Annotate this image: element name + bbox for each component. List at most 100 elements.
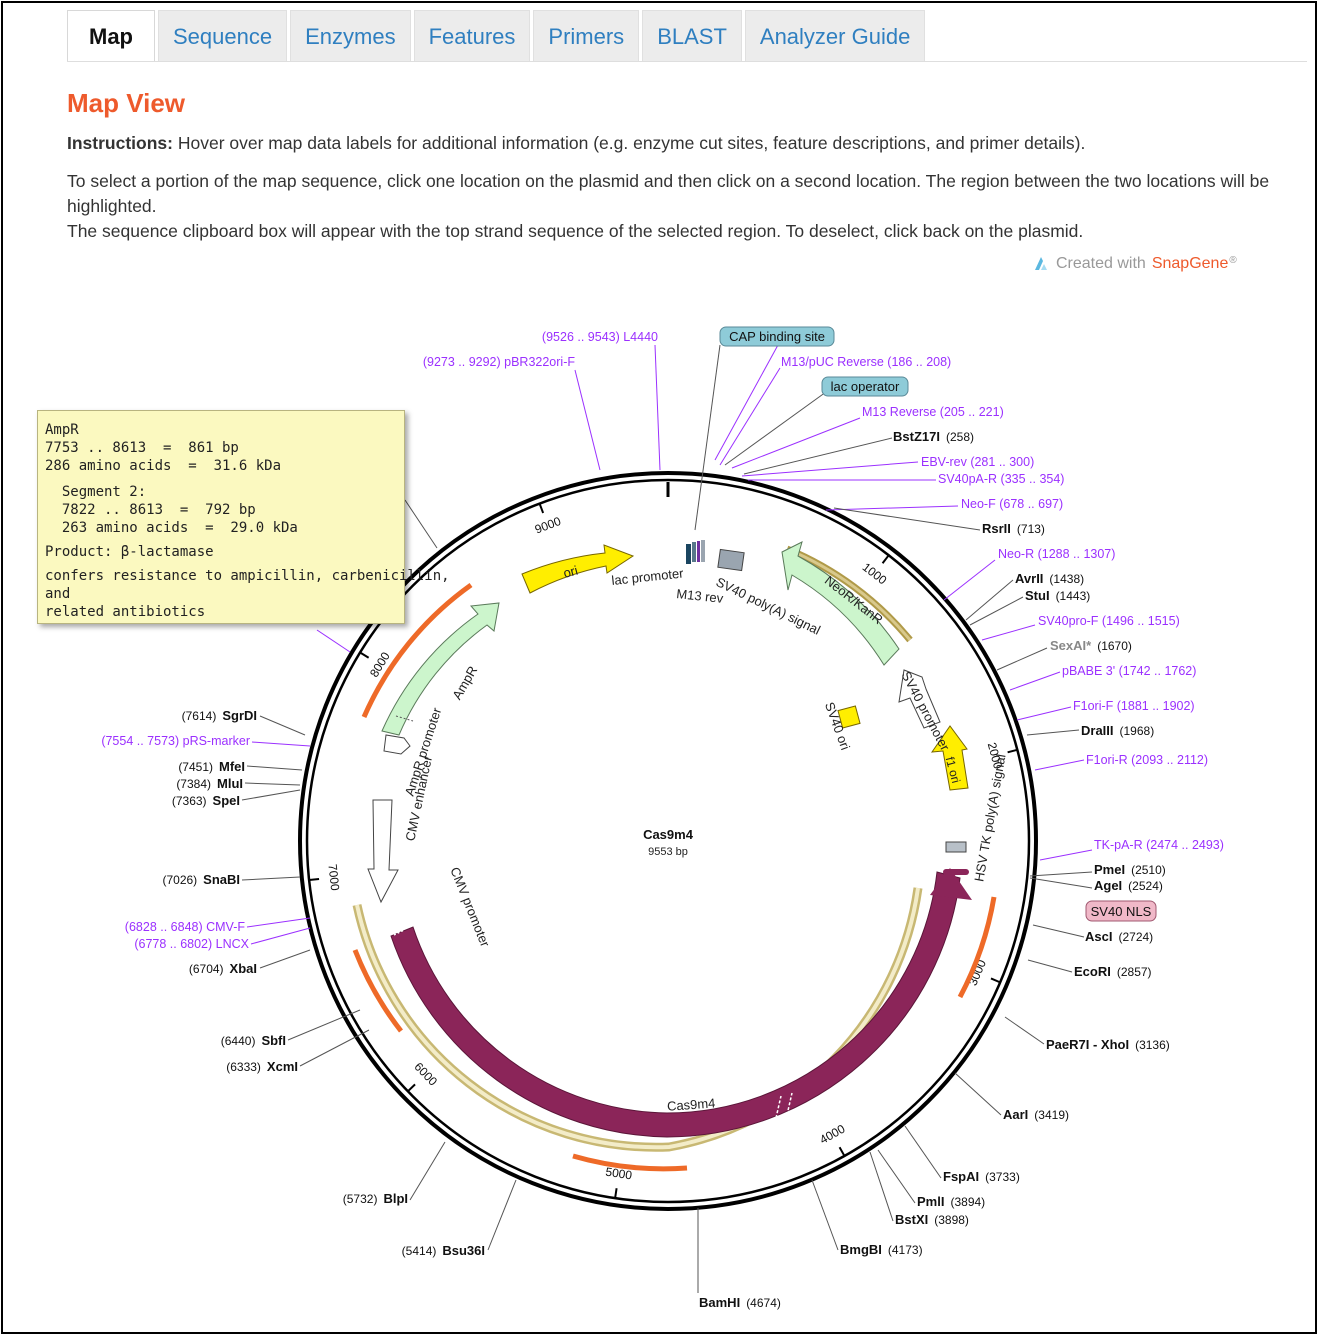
enzyme-bstxi[interactable]: BstXI(3898) <box>895 1212 969 1227</box>
feature-m13-rev[interactable] <box>697 541 700 562</box>
enzyme-xcmi[interactable]: (6333)XcmI <box>226 1059 298 1074</box>
instructions-text: Hover over map data labels for additiona… <box>172 133 1086 153</box>
label-cas9m4[interactable]: Cas9m4 <box>667 1095 716 1113</box>
label-sv40-promoter[interactable]: SV40 promoter <box>899 669 954 754</box>
label-sv40-nls[interactable]: SV40 NLS <box>1091 904 1152 919</box>
feature-f1-ori[interactable] <box>930 725 969 791</box>
label-leader-line <box>719 367 781 466</box>
feature-cap-site[interactable] <box>701 540 705 562</box>
tab-analyzer-guide[interactable]: Analyzer Guide <box>744 10 926 62</box>
label-cmv-promoter[interactable]: CMV promoter <box>447 865 493 950</box>
enzyme-sbfi[interactable]: (6440)SbfI <box>221 1033 286 1048</box>
snapgene-credit[interactable]: Created with SnapGene® <box>1032 255 1237 273</box>
label-ori[interactable]: ori <box>562 563 580 581</box>
feature-sv40-nls-mark[interactable] <box>943 869 969 875</box>
primer-f1ori-f[interactable]: F1ori-F (1881 .. 1902) <box>1073 699 1195 713</box>
label-leader-line <box>996 647 1048 671</box>
enzyme-bmgbi[interactable]: BmgBI(4173) <box>840 1242 923 1257</box>
enzyme-pmei[interactable]: PmeI(2510) <box>1094 862 1166 877</box>
primer-l4440[interactable]: (9526 .. 9543) L4440 <box>542 330 658 344</box>
label-cap-binding-site[interactable]: CAP binding site <box>729 329 825 344</box>
feature-sv40-polya[interactable] <box>717 548 745 572</box>
primer-lncx[interactable]: (6778 .. 6802) LNCX <box>134 937 249 951</box>
enzyme-spei[interactable]: (7363)SpeI <box>172 793 240 808</box>
box-cap-binding-site[interactable] <box>719 326 835 347</box>
orf-bottom[interactable] <box>572 1153 688 1172</box>
tick-label: 9000 <box>533 514 563 537</box>
enzyme-fspai[interactable]: FspAI(3733) <box>943 1169 1020 1184</box>
enzyme-mlui[interactable]: (7384)MluI <box>176 776 243 791</box>
enzyme-avrii[interactable]: AvrII(1438) <box>1015 571 1084 586</box>
tab-map[interactable]: Map <box>67 10 155 62</box>
tick-label: 6000 <box>411 1060 440 1089</box>
enzyme-paer7i-xhoi[interactable]: PaeR7I - XhoI(3136) <box>1046 1037 1170 1052</box>
label-m13-rev[interactable]: M13 rev <box>676 586 725 606</box>
enzyme-mfei[interactable]: (7451)MfeI <box>178 759 245 774</box>
feature-ampr-promoter[interactable] <box>383 734 411 755</box>
label-lac-operator[interactable]: lac operator <box>831 379 900 394</box>
enzyme-asci[interactable]: AscI(2724) <box>1085 929 1153 944</box>
tab-primers[interactable]: Primers <box>533 10 640 62</box>
primer-tk-pa-r[interactable]: TK-pA-R (2474 .. 2493) <box>1094 838 1224 852</box>
feature-sv40-ori[interactable] <box>837 705 861 729</box>
backbone-inner[interactable] <box>305 478 1031 1204</box>
label-ampr[interactable]: AmpR <box>449 663 480 702</box>
orf-frame-neor-fill <box>786 547 912 641</box>
feature-neor-kanr[interactable] <box>781 541 900 666</box>
enzyme-agei[interactable]: AgeI(2524) <box>1094 878 1163 893</box>
tab-blast[interactable]: BLAST <box>642 10 742 62</box>
enzyme-ecori[interactable]: EcoRI(2857) <box>1074 964 1152 979</box>
primer-sv40pa-r[interactable]: SV40pA-R (335 .. 354) <box>938 472 1064 486</box>
tab-sequence[interactable]: Sequence <box>158 10 288 62</box>
primer-neo-r[interactable]: Neo-R (1288 .. 1307) <box>998 547 1115 561</box>
label-f1-ori[interactable]: f1 ori <box>943 755 963 784</box>
primer-cmv-f[interactable]: (6828 .. 6848) CMV-F <box>125 920 246 934</box>
enzyme-bstz17i[interactable]: BstZ17I(258) <box>893 429 974 444</box>
feature-hsv-tk-polya[interactable] <box>945 841 967 853</box>
enzyme-blpi[interactable]: (5732)BlpI <box>343 1191 408 1206</box>
label-leader-line <box>487 1179 517 1251</box>
label-lac-promoter[interactable]: lac promoter <box>611 565 685 588</box>
enzyme-draiii[interactable]: DraIII(1968) <box>1081 723 1154 738</box>
primer-f1ori-r[interactable]: F1ori-R (2093 .. 2112) <box>1086 753 1208 767</box>
feature-ampr[interactable] <box>381 602 500 736</box>
enzyme-sgrdi[interactable]: (7614)SgrDI <box>182 708 257 723</box>
tab-features[interactable]: Features <box>413 10 531 62</box>
primer-neo-f[interactable]: Neo-F (678 .. 697) <box>961 497 1063 511</box>
orf-ampr[interactable] <box>361 582 473 718</box>
primer-ebv-rev[interactable]: EBV-rev (281 .. 300) <box>921 455 1034 469</box>
enzyme-stui[interactable]: StuI(1443) <box>1025 588 1090 603</box>
label-leader-line <box>904 1125 942 1179</box>
enzyme-bsu36i[interactable]: (5414)Bsu36I <box>402 1243 485 1258</box>
primer-prs-marker[interactable]: (7554 .. 7573) pRS-marker <box>101 734 250 748</box>
primer-sv40pro-f[interactable]: SV40pro-F (1496 .. 1515) <box>1038 614 1180 628</box>
enzyme-pmli[interactable]: PmlI(3894) <box>917 1194 985 1209</box>
primer-m13-reverse[interactable]: M13 Reverse (205 .. 221) <box>862 405 1004 419</box>
feature-lac-operator[interactable] <box>692 542 696 562</box>
feature-cmv-enhancer[interactable] <box>367 799 399 904</box>
label-hsv-tk-polya-signal[interactable]: HSV TK poly(A) signal <box>971 753 1008 883</box>
tooltip-line: AmpR <box>45 422 79 438</box>
orf-left[interactable] <box>352 949 403 1033</box>
feature-sv40-promoter[interactable] <box>898 669 941 729</box>
enzyme-bamhi[interactable]: BamHI(4674) <box>699 1295 781 1310</box>
box-lac-operator[interactable] <box>821 376 909 397</box>
enzyme-aari[interactable]: AarI(3419) <box>1003 1107 1069 1122</box>
feature-lac-promoter[interactable] <box>686 544 691 564</box>
enzyme-rsrii[interactable]: RsrII(713) <box>982 521 1045 536</box>
feature-ori[interactable] <box>521 544 635 594</box>
enzyme-xbai[interactable]: (6704)XbaI <box>189 961 257 976</box>
box-sv40-nls[interactable] <box>1085 900 1157 922</box>
orf-right[interactable] <box>957 896 997 999</box>
primer-m13-puc-reverse[interactable]: M13/pUC Reverse (186 .. 208) <box>781 355 951 369</box>
backbone-outer[interactable] <box>298 471 1038 1211</box>
tab-divider <box>67 61 1307 62</box>
enzyme-snabi[interactable]: (7026)SnaBI <box>162 872 240 887</box>
primer-pbr322ori-f[interactable]: (9273 .. 9292) pBR322ori-F <box>423 355 576 369</box>
tab-enzymes[interactable]: Enzymes <box>290 10 411 62</box>
enzyme-sexai[interactable]: SexAI*(1670) <box>1050 638 1132 653</box>
primer-pbabe-3[interactable]: pBABE 3' (1742 .. 1762) <box>1062 664 1196 678</box>
cas9-segment-mark-1 <box>775 1095 782 1119</box>
feature-cas9m4[interactable] <box>390 871 961 1138</box>
